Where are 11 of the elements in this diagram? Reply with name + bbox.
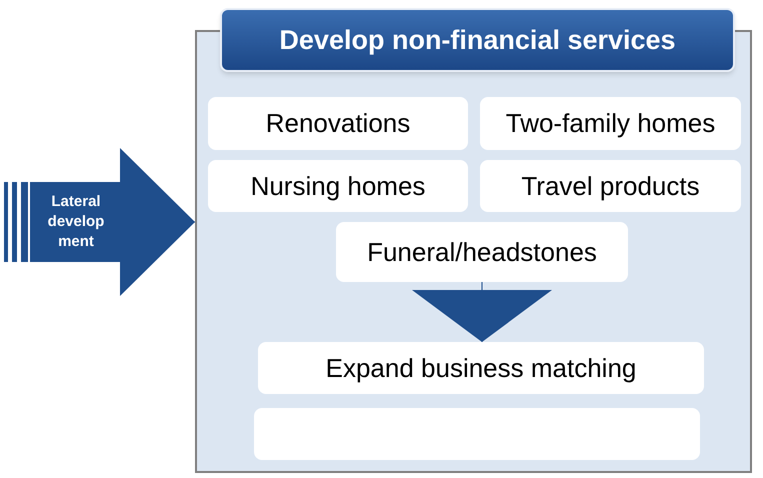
item-box: Funeral/headstones (336, 222, 628, 282)
item-box: Renovations (208, 97, 468, 150)
item-box: Nursing homes (208, 160, 468, 212)
item-box: Travel products (480, 160, 741, 212)
arrow (412, 282, 552, 342)
item-box: Expand business matching (258, 342, 704, 394)
item-box (254, 408, 700, 460)
item-box: Two-family homes (480, 97, 741, 150)
arrow-body: Lateral develop ment (30, 182, 122, 262)
title-banner: Develop non-financial services (220, 8, 735, 72)
arrow (120, 148, 196, 296)
